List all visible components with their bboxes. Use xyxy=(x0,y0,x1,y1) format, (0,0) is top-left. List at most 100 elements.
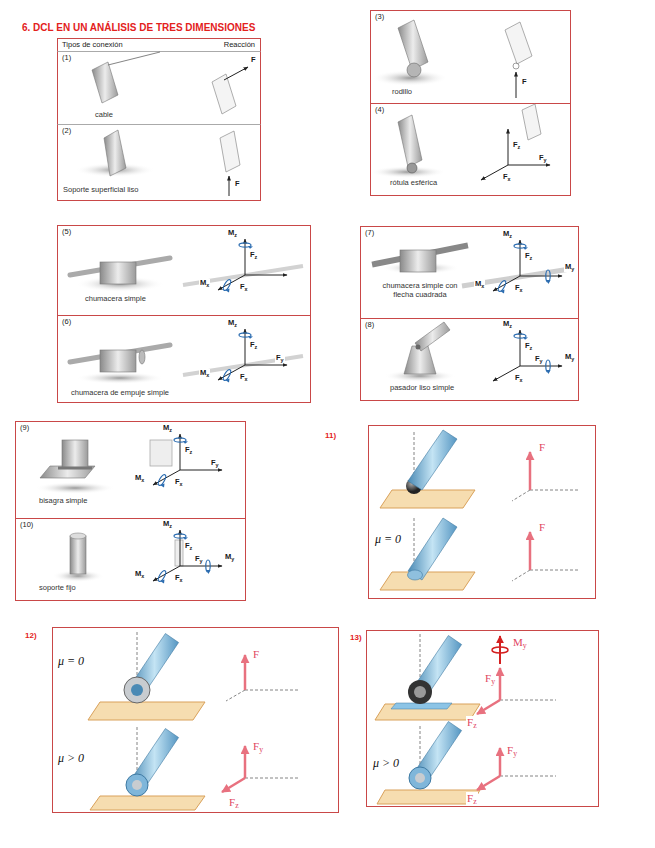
support-name: rótula esférica xyxy=(390,179,437,188)
reaction-drawing xyxy=(222,369,232,383)
wheel-support-drawing xyxy=(90,796,205,810)
panel-frame xyxy=(361,318,579,319)
force-label: Fz xyxy=(184,542,193,551)
support-drawing xyxy=(398,115,422,167)
ball-support-drawing xyxy=(408,430,457,490)
support-drawing xyxy=(35,482,115,494)
force-label: Fy xyxy=(538,154,548,163)
axis-subscript: x xyxy=(481,283,484,289)
reaction-drawing xyxy=(239,243,253,249)
reaction-drawing xyxy=(229,176,230,196)
reaction-drawing xyxy=(514,334,528,340)
wheel-support-drawing xyxy=(131,684,143,696)
support-drawing xyxy=(70,536,86,574)
force-label: Fy xyxy=(484,672,496,685)
ball-support-drawing xyxy=(530,490,578,491)
panel-frame xyxy=(371,11,571,196)
support-drawing xyxy=(62,440,88,468)
row-number: (4) xyxy=(375,106,384,115)
row-number: (6) xyxy=(62,318,71,327)
wheel-support-drawing xyxy=(409,767,431,789)
wheel-support-drawing xyxy=(126,774,148,796)
force-label: Fx xyxy=(174,574,184,583)
support-row: (9)bisagra simple xyxy=(15,421,245,518)
wheel-support-drawing xyxy=(137,727,138,771)
reaction-drawing xyxy=(175,540,183,566)
force-label: F xyxy=(234,180,241,189)
support-row: (8)pasador liso simple xyxy=(360,318,578,400)
force-label: Fz xyxy=(524,342,533,351)
reaction-drawing xyxy=(174,438,188,444)
wheel-support-drawing xyxy=(137,632,138,676)
force-label: Fx xyxy=(514,374,524,383)
force-label: Fz xyxy=(228,796,240,809)
wheel-support-drawing xyxy=(500,700,556,701)
support-name: chumacera de empuje simple xyxy=(71,389,169,398)
support-drawing xyxy=(104,130,126,176)
ball-support-drawing xyxy=(380,430,578,590)
reaction-drawing xyxy=(153,530,222,581)
force-label: Fz xyxy=(512,141,521,150)
wheel-support-drawing xyxy=(245,690,300,691)
force-label: Mz xyxy=(162,424,173,433)
ball-support-drawing xyxy=(530,570,578,571)
wheel-support-drawing xyxy=(244,655,247,690)
ball-support-drawing xyxy=(408,518,457,580)
support-name: chumacera simple xyxy=(85,295,146,304)
force-label: Fx xyxy=(239,283,249,292)
support-drawing xyxy=(108,52,160,65)
panel-frame xyxy=(371,103,571,104)
support-drawing xyxy=(58,467,92,470)
force-label: Fx xyxy=(502,173,512,182)
reaction-drawing xyxy=(505,22,532,64)
panel-frame xyxy=(58,124,261,125)
reaction-drawing xyxy=(174,534,188,540)
axis-subscript: x xyxy=(141,477,144,483)
wheel-support-drawing xyxy=(499,668,502,700)
ball-support-drawing xyxy=(512,570,530,581)
wheel-support-drawing xyxy=(500,776,556,777)
friction-label: μ = 0 xyxy=(57,655,85,669)
panel-frame xyxy=(361,227,579,401)
force-label: Fx xyxy=(174,478,184,487)
axis-subscript: y xyxy=(540,358,543,364)
row-number: (2) xyxy=(62,127,71,136)
support-drawing xyxy=(100,262,136,284)
panel-frame xyxy=(369,426,596,599)
row-number: (9) xyxy=(20,424,29,433)
support-drawing xyxy=(404,346,436,374)
problem-number: 12) xyxy=(25,631,37,640)
reaction-drawing xyxy=(546,360,551,374)
force-label: Fz xyxy=(466,716,478,729)
axis-subscript: z xyxy=(518,144,521,150)
axis-subscript: z xyxy=(473,721,477,730)
support-drawing xyxy=(92,62,118,103)
force-label: Fz xyxy=(249,251,258,260)
problem-number: 13) xyxy=(350,633,362,642)
force-label: Mx xyxy=(199,279,210,288)
axis-subscript: x xyxy=(141,573,144,579)
wheel-support-drawing xyxy=(414,686,426,698)
axis-subscript: z xyxy=(169,427,172,433)
axis-subscript: y xyxy=(200,558,203,564)
axis-subscript: z xyxy=(234,322,237,328)
support-name: cable xyxy=(95,111,113,120)
wheel-support-drawing xyxy=(499,748,502,776)
axis-subscript: y xyxy=(571,266,574,272)
axis-subscript: z xyxy=(169,523,172,529)
support-drawing xyxy=(70,533,86,539)
force-label: F xyxy=(252,648,260,661)
axis-subscript: z xyxy=(509,323,512,329)
ball-support-drawing xyxy=(380,572,475,590)
ball-support-drawing xyxy=(529,532,532,570)
reaction-drawing xyxy=(206,560,211,574)
support-row: (1)cable xyxy=(57,51,260,124)
wheel-support-drawing xyxy=(130,729,178,790)
panel-frame xyxy=(16,422,246,601)
friction-label: μ = 0 xyxy=(374,533,402,547)
axis-subscript: z xyxy=(235,801,239,810)
panel-frame xyxy=(16,518,246,519)
